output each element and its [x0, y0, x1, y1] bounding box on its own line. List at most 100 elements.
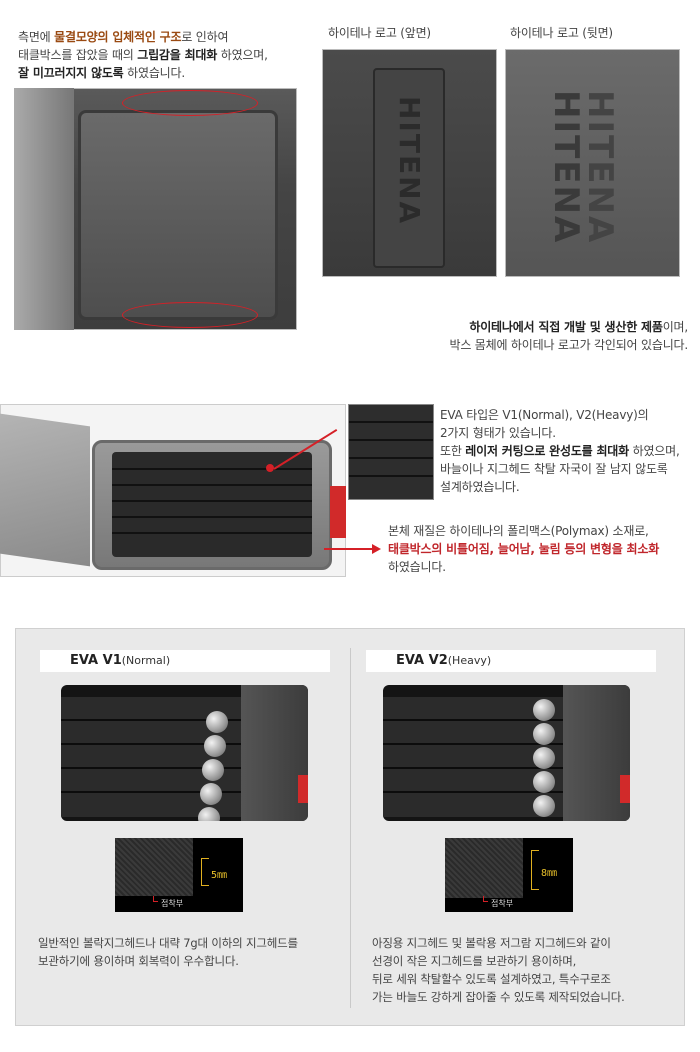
material-arrow-line	[324, 548, 374, 550]
logo-plate: HITENA	[373, 68, 445, 268]
foam-slot	[349, 439, 433, 441]
text: 또한	[440, 444, 466, 458]
eva-v2-desc-line-3: 뒤로 세워 착탈할수 있도록 설계하였고, 특수구로조	[372, 972, 611, 986]
foam-cross-section	[445, 838, 523, 898]
eva-v2-desc-line-2: 선경이 작은 지그헤드를 보관하기 용이하며,	[372, 954, 577, 968]
panel-divider	[350, 648, 351, 1008]
foam-slot	[112, 484, 312, 486]
foam-slot	[349, 457, 433, 459]
eva-line-2: 2가지 형태가 있습니다.	[440, 426, 556, 440]
open-box-lid	[0, 413, 90, 567]
red-latch	[298, 775, 308, 803]
foam-slot	[383, 791, 563, 793]
logo-caption: 하이테나에서 직접 개발 및 생산한 제품이며, 박스 몸체에 하이테나 로고가…	[380, 318, 689, 354]
foam-slot	[112, 516, 312, 518]
eva-v2-desc-line-1: 아징용 지그헤드 및 볼락용 저그람 지그헤드와 같이	[372, 936, 611, 950]
eva-v2-thickness: 8㎜	[541, 868, 558, 879]
logo-engraving: HITENA	[580, 90, 620, 245]
jighead	[533, 747, 555, 769]
text: 로 인하여	[181, 30, 229, 44]
eva-foam-insert	[112, 452, 312, 557]
adhesive-marker	[483, 896, 488, 902]
eva-v1-description: 일반적인 볼락지그헤드나 대략 7g대 이하의 지그헤드를 보관하기에 용이하며…	[38, 934, 338, 970]
foam-slot	[383, 767, 563, 769]
material-line-2: 태클박스의 비틀어짐, 늘어남, 눌림 등의 변형을 최소화	[388, 542, 660, 556]
highlight: 그립감을 최대화	[137, 48, 218, 62]
jighead	[202, 759, 224, 781]
red-latch	[330, 486, 346, 538]
eva-v2-title-bar: EVA V2(Heavy)	[366, 650, 656, 672]
foam-slot	[112, 500, 312, 502]
adhesive-marker	[153, 896, 158, 902]
logo-engraving: HITENA	[546, 90, 586, 245]
eva-v1-title: EVA V1	[70, 653, 122, 668]
logo-engraving: HITENA	[393, 96, 426, 226]
foam-slot	[112, 532, 312, 534]
box-edge	[563, 685, 630, 821]
foam-zoom-inset	[348, 404, 434, 500]
eva-v1-thickness: 5㎜	[211, 870, 228, 881]
jighead	[533, 795, 555, 817]
jighead	[204, 735, 226, 757]
foam-cross-section	[115, 838, 193, 896]
highlight: 레이저 커팅으로 완성도를 최대화	[465, 444, 629, 458]
box-edge	[241, 685, 308, 821]
grip-description: 측면에 물결모양의 입체적인 구조로 인하여 태클박스를 잡았을 때의 그립감을…	[18, 28, 318, 82]
foam-slot	[61, 719, 241, 721]
eva-v1-desc-line-2: 보관하기에 용이하며 회복력이 우수합니다.	[38, 954, 239, 968]
eva-v1-photo	[61, 685, 308, 821]
eva-v2-photo	[383, 685, 630, 821]
callout-dot	[266, 464, 274, 472]
foam-slot	[61, 767, 241, 769]
material-description: 본체 재질은 하이테나의 폴리맥스(Polymax) 소재로, 태클박스의 비틀…	[388, 522, 698, 576]
material-arrow-head	[372, 544, 381, 554]
foam-slot	[61, 791, 241, 793]
jighead	[198, 807, 220, 821]
highlight: 하이테나에서 직접 개발 및 생산한 제품	[469, 320, 663, 334]
eva-v1-desc-line-1: 일반적인 볼락지그헤드나 대략 7g대 이하의 지그헤드를	[38, 936, 298, 950]
eva-v2-description: 아징용 지그헤드 및 볼락용 저그람 지그헤드와 같이 선경이 작은 지그헤드를…	[372, 934, 684, 1006]
red-latch	[620, 775, 630, 803]
tackle-box-lid	[14, 88, 74, 330]
thickness-bracket	[201, 858, 209, 886]
text: 하였습니다.	[123, 66, 185, 80]
eva-v2-desc-line-4: 가는 바늘도 강하게 잡아줄 수 있도록 제작되었습니다.	[372, 990, 625, 1004]
logo-caption-line-2: 박스 몸체에 하이테나 로고가 각인되어 있습니다.	[449, 338, 689, 352]
foam-slot	[383, 743, 563, 745]
eva-v1-title-bar: EVA V1(Normal)	[40, 650, 330, 672]
jighead	[206, 711, 228, 733]
logo-back-photo: HITENA HITENA	[505, 49, 680, 277]
logo-back-label: 하이테나 로고 (뒷면)	[510, 26, 613, 40]
eva-line-5: 설계하였습니다.	[440, 480, 520, 494]
eva-v1-subtitle: (Normal)	[121, 654, 171, 667]
eva-v2-sample-photo: 8㎜ 접착부	[445, 838, 573, 912]
eva-v2-title: EVA V2	[396, 653, 448, 668]
grip-line-2: 태클박스를 잡았을 때의 그립감을 최대화 하였으며,	[18, 46, 318, 64]
highlight: 잘 미끄러지지 않도록	[18, 66, 124, 80]
eva-line-1: EVA 타입은 V1(Normal), V2(Heavy)의	[440, 408, 649, 422]
text: 태클박스를 잡았을 때의	[18, 48, 138, 62]
wave-highlight-bottom	[122, 302, 258, 328]
eva-v1-sample-photo: 5㎜ 접착부	[115, 838, 243, 912]
foam-slot	[349, 475, 433, 477]
material-line-3: 하였습니다.	[388, 560, 446, 574]
wave-highlight-top	[122, 90, 258, 116]
eva-v1-adhesive-label: 접착부	[161, 899, 184, 908]
logo-front-photo: HITENA	[322, 49, 497, 277]
thickness-bracket	[531, 850, 539, 890]
text: 측면에	[18, 30, 55, 44]
text: 하였으며,	[629, 444, 680, 458]
eva-v2-adhesive-label: 접착부	[491, 899, 514, 908]
jighead	[533, 723, 555, 745]
tackle-box-body	[78, 110, 278, 320]
logo-front-label: 하이테나 로고 (앞면)	[328, 26, 431, 40]
text: 하였으며,	[217, 48, 268, 62]
jighead	[533, 699, 555, 721]
jighead	[533, 771, 555, 793]
grip-line-3: 잘 미끄러지지 않도록 하였습니다.	[18, 64, 318, 82]
eva-type-description: EVA 타입은 V1(Normal), V2(Heavy)의 2가지 형태가 있…	[440, 406, 700, 496]
foam-slot	[383, 719, 563, 721]
text: 이며,	[662, 320, 688, 334]
material-line-1: 본체 재질은 하이테나의 폴리맥스(Polymax) 소재로,	[388, 524, 649, 538]
eva-line-3: 또한 레이저 커팅으로 완성도를 최대화 하였으며,	[440, 442, 700, 460]
